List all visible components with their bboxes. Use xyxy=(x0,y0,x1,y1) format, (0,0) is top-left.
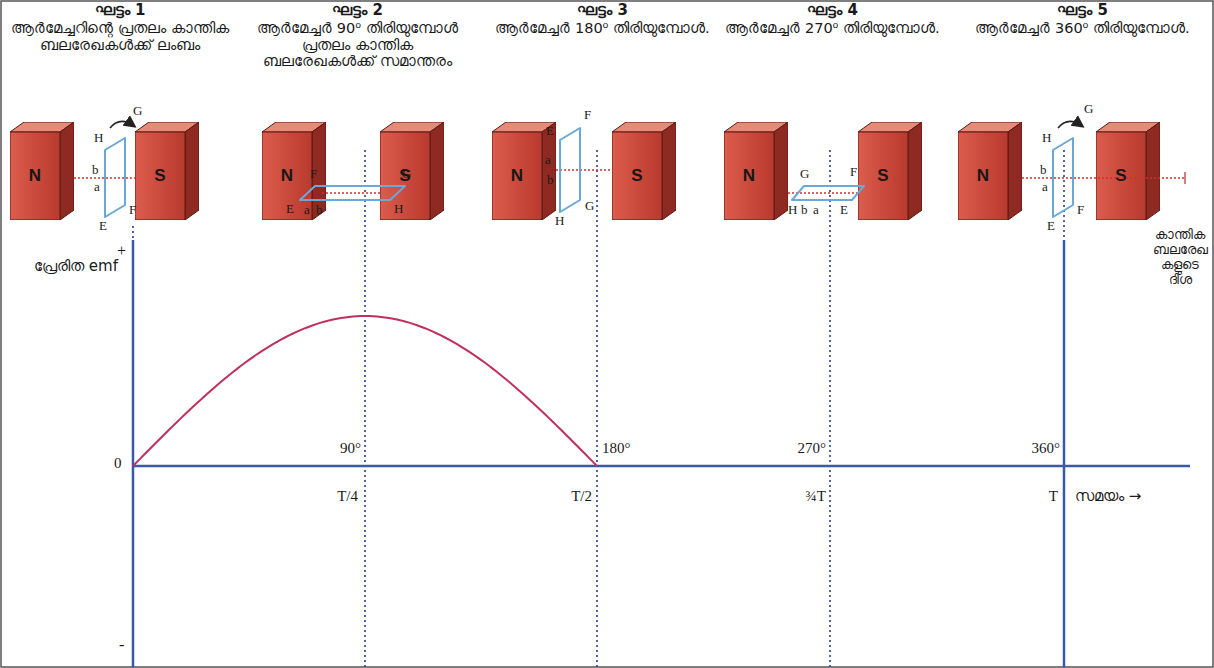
coil-letter: E xyxy=(99,219,107,234)
pole-letter: N xyxy=(958,132,1008,220)
magnet-pole: N xyxy=(958,122,1022,220)
magnet-block xyxy=(724,122,788,220)
coil-letter: b xyxy=(1040,163,1047,178)
magnet-pole: S xyxy=(380,122,444,220)
coil-letter: F xyxy=(584,108,591,123)
pole-letter: S xyxy=(858,132,908,220)
magnet-pole: N xyxy=(724,122,788,220)
coil-letter: E xyxy=(286,202,294,217)
stage-text: ആർമേച്ചർ 180⁰ തിരിയുമ്പോൾ. xyxy=(490,20,715,37)
coil-letter: G xyxy=(800,167,809,182)
stage-text: ആർമേച്ചർ 90⁰ തിരിയുമ്പോൾ പ്രതലം കാന്തിക … xyxy=(245,20,470,70)
magnet-block xyxy=(958,122,1022,220)
coil-letter: F xyxy=(310,167,317,182)
stage-heading: ഘട്ടം 2 xyxy=(245,2,470,19)
field-direction-note: കാന്തിക ബലരേഖകളുടെ ദിശ xyxy=(1149,228,1211,288)
axis-label: ¾T xyxy=(806,488,826,505)
magnet-block xyxy=(858,122,922,220)
pole-letter: S xyxy=(135,132,185,220)
pole-letter: N xyxy=(492,132,542,220)
pole-letter: N xyxy=(724,132,774,220)
coil-letter: E xyxy=(1047,219,1055,234)
axis-label: - xyxy=(119,636,124,654)
coil-letter: G xyxy=(402,167,411,182)
coil-letter: E xyxy=(840,203,848,218)
coil-letter: H xyxy=(555,214,564,229)
coil-letter: F xyxy=(129,203,136,218)
coil-letter: a xyxy=(94,180,100,195)
coil-letter: a xyxy=(304,203,310,218)
pole-letter: S xyxy=(1096,132,1146,220)
axis-label: 90° xyxy=(340,440,361,457)
coil-letter: b xyxy=(547,173,554,188)
stage-text: ആർമേച്ചർ 360⁰ തിരിയുമ്പോൾ. xyxy=(960,20,1205,37)
coil-letter: H xyxy=(1042,131,1051,146)
coil-letter: G xyxy=(133,104,142,119)
x-axis-title: സമയം → xyxy=(1075,488,1141,505)
magnet-pole: S xyxy=(858,122,922,220)
magnet-pole: S xyxy=(612,122,676,220)
coil-letter: F xyxy=(850,165,857,180)
coil-letter: G xyxy=(1084,102,1093,117)
coil-letter: a xyxy=(1042,180,1048,195)
magnet-pole: N xyxy=(10,122,74,220)
stage-heading: ഘട്ടം 3 xyxy=(490,2,715,19)
coil-letter: b xyxy=(801,203,808,218)
coil-letter: b xyxy=(92,163,99,178)
stage-heading: ഘട്ടം 1 xyxy=(5,2,235,19)
axis-label: T/4 xyxy=(337,488,358,505)
coil-letter: H xyxy=(394,202,403,217)
axis-label: 360° xyxy=(1032,440,1061,457)
pole-letter: N xyxy=(10,132,60,220)
magnet-block xyxy=(612,122,676,220)
coil-letter: b xyxy=(316,203,323,218)
magnet-pole: S xyxy=(135,122,199,220)
stage-heading: ഘട്ടം 4 xyxy=(720,2,945,19)
coil-letter: a xyxy=(813,203,819,218)
pole-letter: S xyxy=(612,132,662,220)
axis-label: 180° xyxy=(602,440,631,457)
axis-label: 270° xyxy=(798,440,827,457)
magnet-pole: S xyxy=(1096,122,1160,220)
stage-text: ആർമേച്ചറിന്റെ പ്രതലം കാന്തിക ബലരേഖകൾക്ക്… xyxy=(5,20,235,53)
stage-text: ആർമേച്ചർ 270⁰ തിരിയുമ്പോൾ. xyxy=(720,20,945,37)
coil-letter: G xyxy=(585,199,594,214)
coil-letter: F xyxy=(1077,203,1084,218)
coil-letter: E xyxy=(546,124,554,139)
magnet-block xyxy=(135,122,199,220)
axis-label: + xyxy=(117,242,126,260)
magnet-block xyxy=(1096,122,1160,220)
axis-label: T xyxy=(1049,488,1058,505)
magnet-block xyxy=(10,122,74,220)
axis-label: 0 xyxy=(114,455,122,472)
coil-letter: H xyxy=(788,203,797,218)
y-axis-title: പ്രേരിത emf xyxy=(30,258,122,275)
coil-letter: a xyxy=(545,153,551,168)
stage-heading: ഘട്ടം 5 xyxy=(960,2,1205,19)
axis-label: T/2 xyxy=(571,488,592,505)
coil-letter: H xyxy=(94,131,103,146)
magnet-block xyxy=(380,122,444,220)
